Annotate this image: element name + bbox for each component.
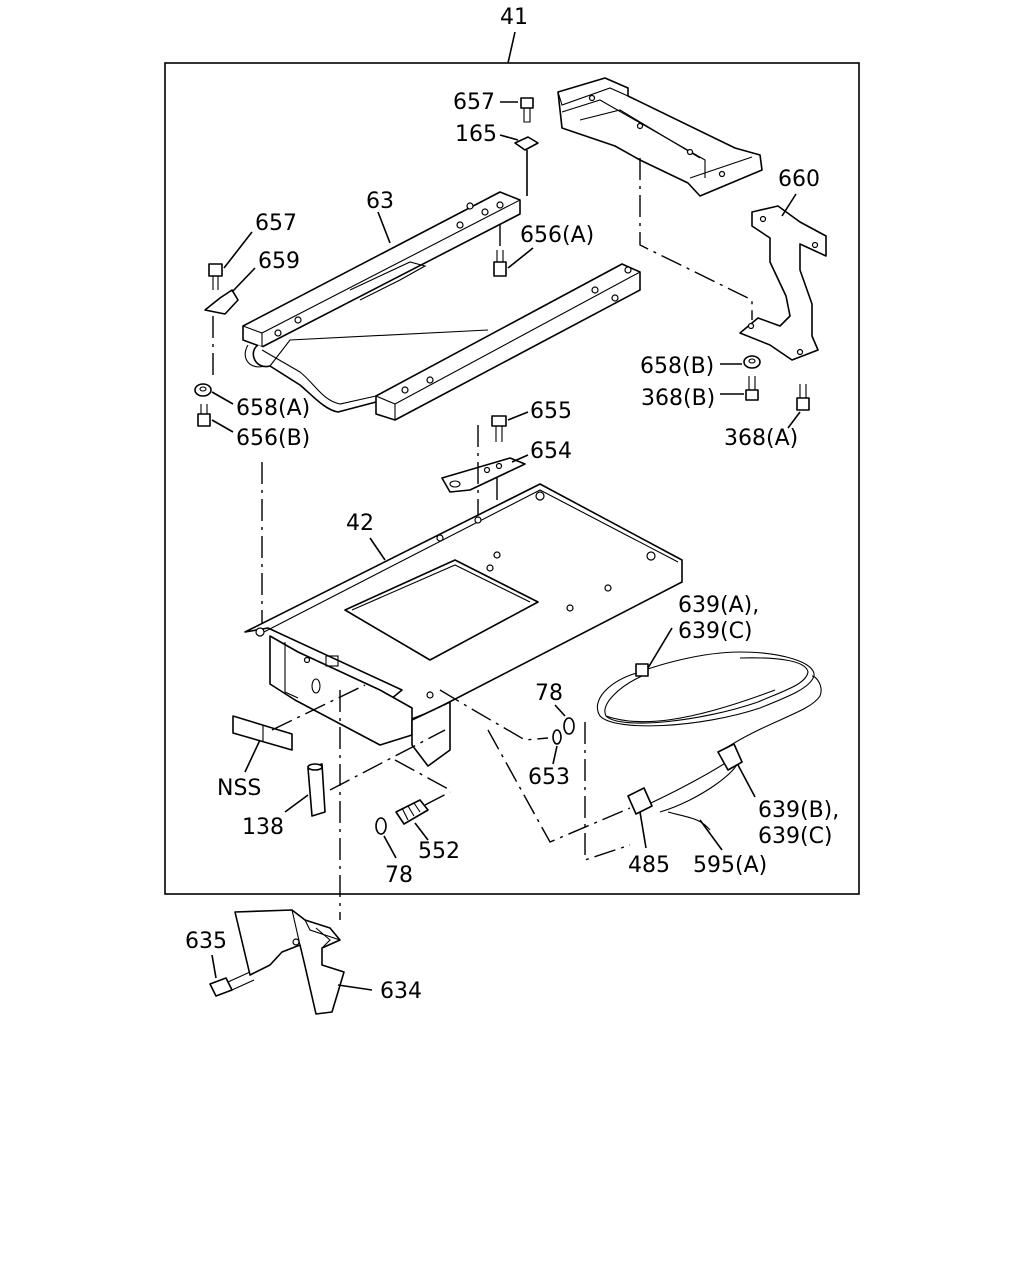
callout-595A: 595(A)	[693, 853, 767, 878]
part-657-bolt-left	[208, 263, 223, 290]
callout-485: 485	[628, 853, 670, 878]
callout-639C-bottom: 639(C)	[758, 824, 833, 849]
callout-658B: 658(B)	[640, 354, 714, 379]
callout-368B: 368(B)	[641, 386, 715, 411]
part-635-bolt	[209, 971, 255, 997]
part-seat-rail-lower	[252, 263, 641, 421]
callout-NSS: NSS	[217, 776, 261, 801]
part-660-bracket	[739, 205, 827, 361]
callout-552: 552	[418, 839, 460, 864]
assembly-leader	[507, 31, 516, 64]
callout-639A: 639(A),	[678, 593, 759, 618]
part-659-plate	[204, 289, 239, 315]
part-368A-bolt	[796, 384, 810, 411]
callout-41: 41	[500, 5, 528, 30]
part-42-base-plate	[244, 483, 683, 767]
callout-639B: 639(B),	[758, 798, 839, 823]
part-634-bracket	[234, 909, 345, 1015]
part-656B-bolt	[197, 404, 211, 427]
vehicle-frame	[557, 77, 763, 197]
callout-660: 660	[778, 167, 820, 192]
part-658B-nut	[743, 355, 761, 369]
part-654-plate	[441, 457, 526, 493]
part-368B-bolt	[745, 376, 759, 401]
part-657-bolt-top	[520, 97, 534, 123]
callout-656B: 656(B)	[236, 426, 310, 451]
callout-657-top: 657	[453, 90, 495, 115]
part-78-ring-top	[563, 717, 575, 735]
callout-78-bottom: 78	[385, 863, 413, 888]
callout-653: 653	[528, 765, 570, 790]
part-63-seat-rail	[242, 191, 521, 368]
part-655-bolt	[491, 415, 507, 442]
part-653-ring	[552, 729, 562, 745]
callout-78-top: 78	[535, 681, 563, 706]
callout-42: 42	[346, 511, 374, 536]
callout-659: 659	[258, 249, 300, 274]
callout-63: 63	[366, 189, 394, 214]
part-658A-nut	[194, 383, 212, 397]
callout-368A: 368(A)	[724, 426, 798, 451]
part-138-pin	[307, 763, 326, 817]
callout-635: 635	[185, 929, 227, 954]
part-165-clip	[514, 136, 539, 151]
callout-639C-top: 639(C)	[678, 619, 753, 644]
callout-655: 655	[530, 399, 572, 424]
callout-658A: 658(A)	[236, 396, 310, 421]
callout-138: 138	[242, 815, 284, 840]
callout-165: 165	[455, 122, 497, 147]
part-552-fitting	[395, 799, 429, 825]
assembly-frame	[164, 62, 860, 895]
callout-634: 634	[380, 979, 422, 1004]
part-656A-bolt	[493, 250, 507, 277]
callout-657-left: 657	[255, 211, 297, 236]
callout-656A: 656(A)	[520, 223, 594, 248]
part-harness	[597, 651, 822, 831]
callout-654: 654	[530, 439, 572, 464]
part-78-ring-bottom	[375, 817, 387, 835]
